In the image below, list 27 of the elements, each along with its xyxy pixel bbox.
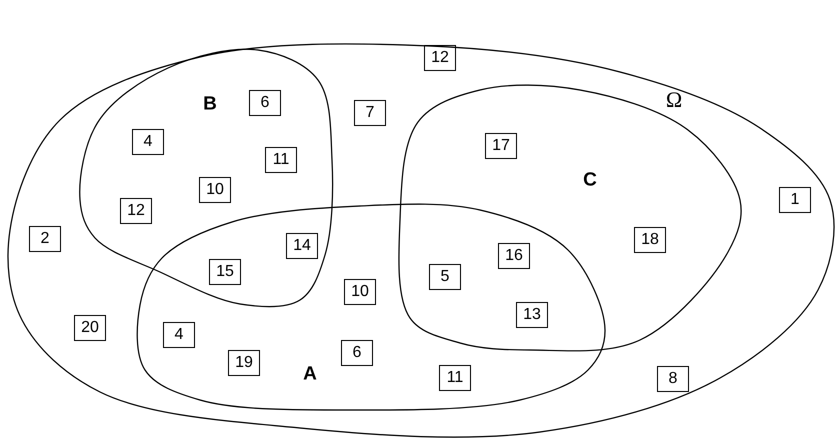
number-box: 8 xyxy=(657,366,689,392)
number-box: 4 xyxy=(163,322,195,348)
set-label: B xyxy=(203,94,217,114)
number-box: 11 xyxy=(439,365,471,391)
number-box: 14 xyxy=(286,233,318,259)
set-label: Ω xyxy=(666,89,682,111)
number-box: 20 xyxy=(74,315,106,341)
number-box: 2 xyxy=(29,226,61,252)
number-box: 16 xyxy=(498,243,530,269)
number-box: 10 xyxy=(344,279,376,305)
number-box: 6 xyxy=(249,90,281,116)
number-box: 10 xyxy=(199,177,231,203)
number-box: 13 xyxy=(516,302,548,328)
number-box: 11 xyxy=(265,147,297,173)
number-box: 6 xyxy=(341,340,373,366)
number-box: 1 xyxy=(779,187,811,213)
number-box: 12 xyxy=(120,198,152,224)
number-box: 17 xyxy=(485,133,517,159)
number-box: 15 xyxy=(209,259,241,285)
number-box: 4 xyxy=(132,129,164,155)
number-box: 12 xyxy=(424,45,456,71)
number-box: 18 xyxy=(634,227,666,253)
number-box: 19 xyxy=(228,350,260,376)
number-box: 5 xyxy=(429,264,461,290)
set-label: A xyxy=(303,364,317,384)
number-box: 7 xyxy=(354,100,386,126)
set-label: C xyxy=(583,170,597,190)
